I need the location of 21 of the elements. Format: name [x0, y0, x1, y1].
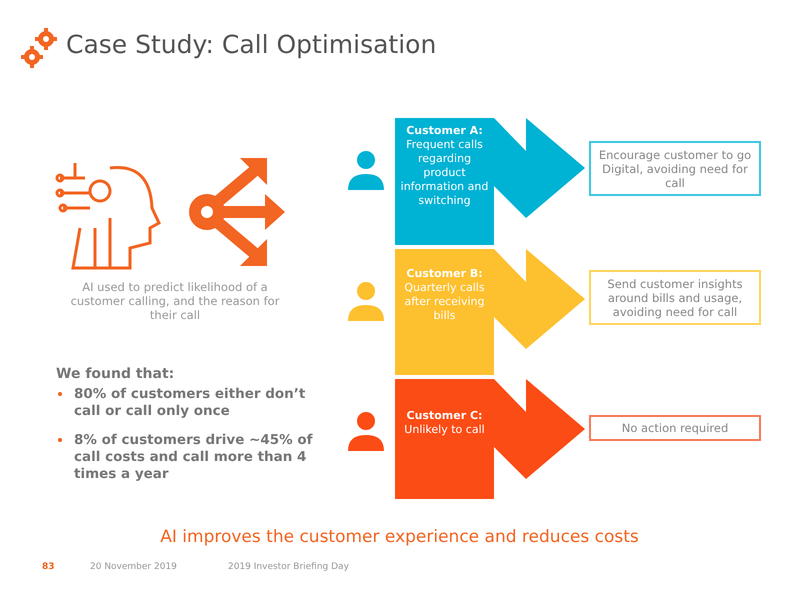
bullet-text: 8% of customers drive ~45% of call costs and call more than 4 times a year — [74, 432, 314, 483]
segment-heading: Customer C: — [406, 409, 484, 423]
slide-title: Case Study: Call Optimisation — [66, 30, 436, 59]
segment-heading: Customer B: — [405, 267, 484, 281]
chevron-shape — [395, 249, 585, 375]
caption-text: AI improves the customer experience and reduces costs — [159, 527, 640, 547]
segment-description: Unlikely to call — [403, 423, 486, 437]
heading-text: We found that: — [56, 366, 174, 382]
action-box: Encourage customer to go Digital, avoiding need for call — [589, 141, 761, 196]
description-text: AI used to predict likelihood of a customer calling, and the reason for their call — [70, 280, 280, 322]
page-number: 83 — [42, 562, 55, 572]
date-text: 20 November 2019 — [90, 562, 177, 572]
segment-heading: Customer A: — [405, 124, 484, 138]
segment-description: Frequent calls regarding product information and switching — [400, 138, 490, 208]
chevron-shape — [395, 118, 585, 245]
action-box: No action required — [589, 415, 761, 441]
bullet-text: 80% of customers either don’t call or call only once — [74, 386, 306, 420]
action-box: Send customer insights around bills and usage, avoiding need for call — [589, 270, 761, 325]
chevron-shape — [395, 379, 585, 499]
segment-description: Quarterly calls after receiving bills — [403, 281, 486, 323]
footer-text: 2019 Investor Briefing Day — [228, 562, 349, 572]
